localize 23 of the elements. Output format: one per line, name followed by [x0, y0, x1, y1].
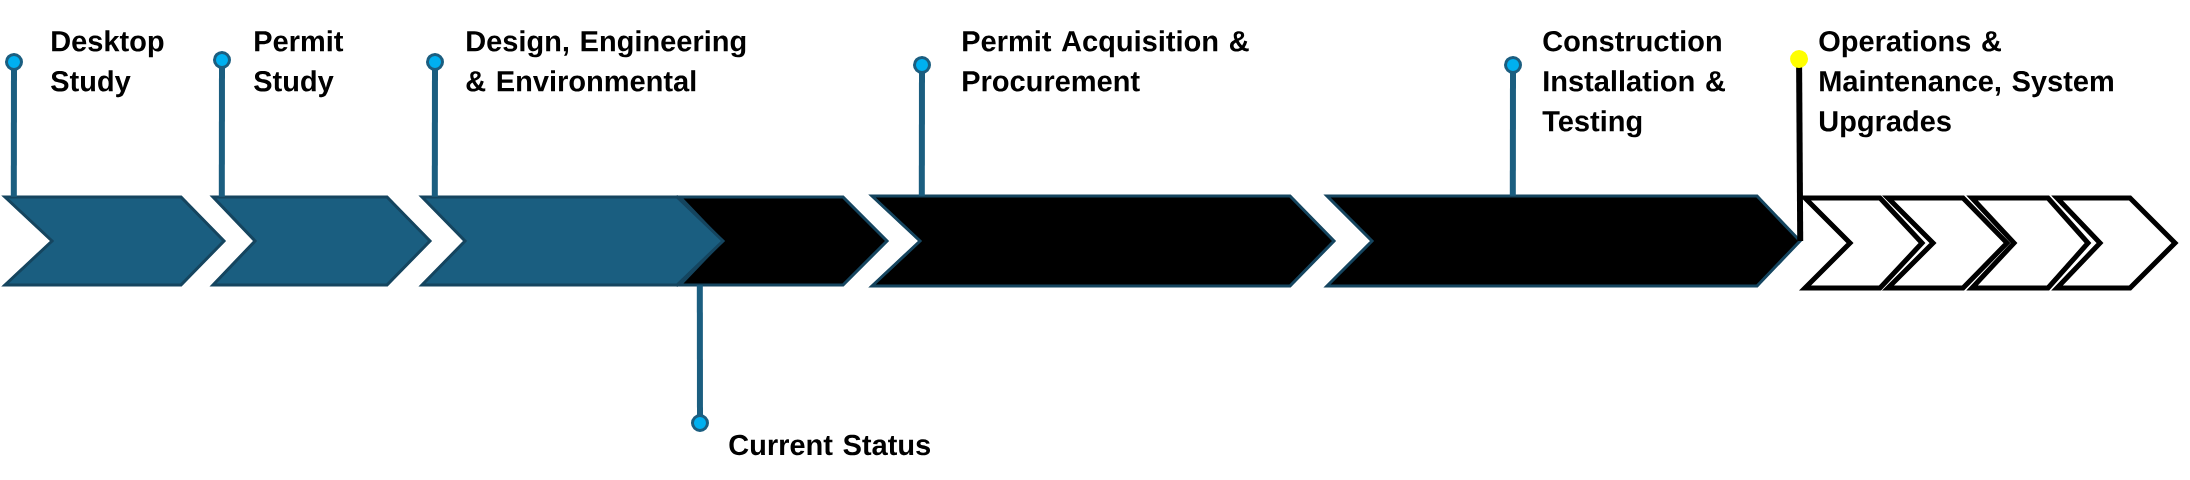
- pin-line: [213, 51, 231, 197]
- pin-line: [426, 53, 444, 197]
- phase-block: [1882, 195, 2011, 291]
- phase-block: [1, 195, 227, 287]
- pin-line: [913, 56, 931, 196]
- phase-block: [1323, 194, 1803, 288]
- phase-block: [209, 195, 433, 287]
- milestone-label: Permit Study: [254, 30, 344, 98]
- phase-block: [1799, 195, 1926, 291]
- milestone-label: Operations & Maintenance, System Upgrades: [1819, 30, 2113, 138]
- phase-block: [2051, 195, 2179, 291]
- pin-line: [1504, 56, 1522, 196]
- milestone-label: Current Status: [729, 434, 930, 456]
- phase-block: [418, 195, 726, 287]
- pin-line: [5, 53, 23, 197]
- milestone-label: Permit Acquisition & Procurement: [963, 30, 1249, 92]
- milestone-label: Desktop Study: [51, 30, 164, 98]
- phase-block: [1966, 195, 2092, 291]
- milestone-label: Design, Engineering & Environmental: [466, 30, 746, 92]
- phase-block: [676, 195, 890, 287]
- pin-line: [691, 285, 709, 432]
- milestone-label: Construction Installation & Testing: [1542, 30, 1725, 138]
- phase-block: [868, 194, 1337, 288]
